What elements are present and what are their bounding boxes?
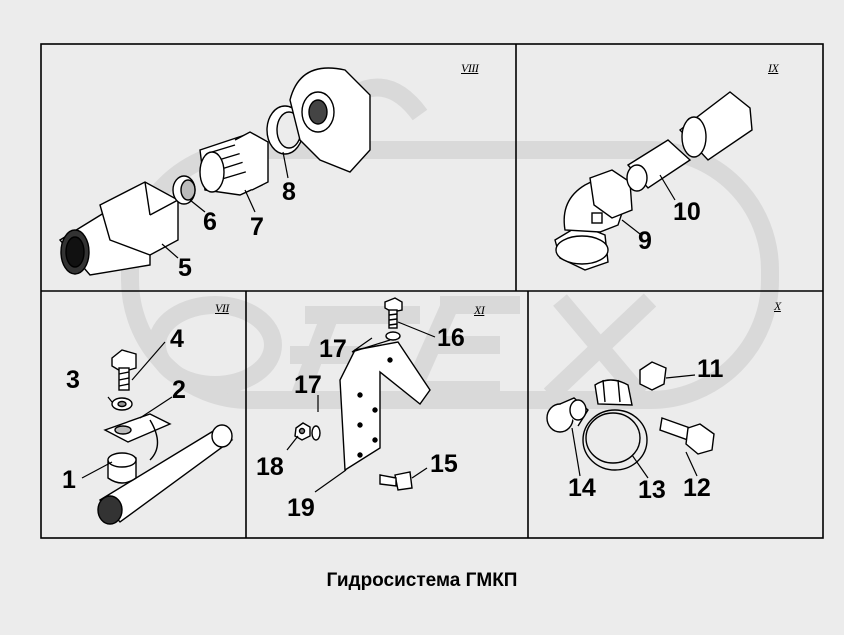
- callout-1: 1: [62, 466, 76, 494]
- callout-3: 3: [66, 366, 80, 394]
- callout-13: 13: [638, 476, 666, 504]
- callout-7: 7: [250, 213, 264, 241]
- callout-6: 6: [203, 208, 217, 236]
- part-5-adapter: [58, 181, 179, 276]
- watermark: [121, 78, 779, 409]
- callout-15: 15: [430, 450, 458, 478]
- part-16-bolt: [384, 297, 403, 341]
- panel-frame: [40, 43, 824, 539]
- fitting-block: [289, 67, 371, 173]
- part-7-union: [199, 131, 269, 196]
- leader-lines: [81, 151, 698, 493]
- part-4-bolt: [111, 349, 137, 391]
- part-11-nut: [639, 361, 667, 391]
- part-2-clamp: [103, 413, 172, 461]
- callout-17-upper: 17: [319, 335, 347, 363]
- part-19-bracket: [339, 341, 431, 472]
- callout-14: 14: [568, 474, 596, 502]
- callout-12: 12: [683, 474, 711, 502]
- ix-pipe: [678, 91, 753, 161]
- panel-vii-parts: [97, 349, 234, 525]
- callout-5: 5: [178, 254, 192, 282]
- callout-8: 8: [282, 178, 296, 206]
- callout-11: 11: [697, 355, 724, 383]
- panel-ix-parts: [554, 91, 753, 271]
- panel-label-ix: IX: [768, 61, 779, 75]
- panel-x-parts: [546, 361, 715, 471]
- part-1-pipe: [97, 424, 234, 525]
- panel-viii-parts: [58, 67, 371, 276]
- panel-label-vii: VII: [215, 301, 229, 315]
- callout-4: 4: [170, 325, 184, 353]
- diagram-caption: Гидросистема ГМКП: [326, 570, 518, 591]
- part-10-sleeve: [626, 139, 692, 192]
- part-3-washer: [111, 397, 133, 411]
- panel-xi-parts: [294, 297, 431, 491]
- part-15-bolt: [379, 471, 413, 491]
- panel-label-xi: XI: [474, 303, 485, 317]
- part-18-nut: [294, 422, 321, 441]
- part-9-elbow: [554, 169, 633, 271]
- callout-9: 9: [638, 227, 652, 255]
- part-12-bolt: [659, 417, 715, 455]
- part-13-clamp: [582, 379, 648, 471]
- callout-16: 16: [437, 324, 465, 352]
- callout-2: 2: [172, 376, 186, 404]
- part-14-cap: [546, 397, 589, 433]
- part-6-ring: [172, 175, 196, 205]
- callout-17-lower: 17: [294, 371, 322, 399]
- callout-19: 19: [287, 494, 315, 522]
- panel-label-x: X: [774, 299, 781, 313]
- callout-10: 10: [673, 198, 701, 226]
- panel-label-viii: VIII: [461, 61, 479, 75]
- callout-18: 18: [256, 453, 284, 481]
